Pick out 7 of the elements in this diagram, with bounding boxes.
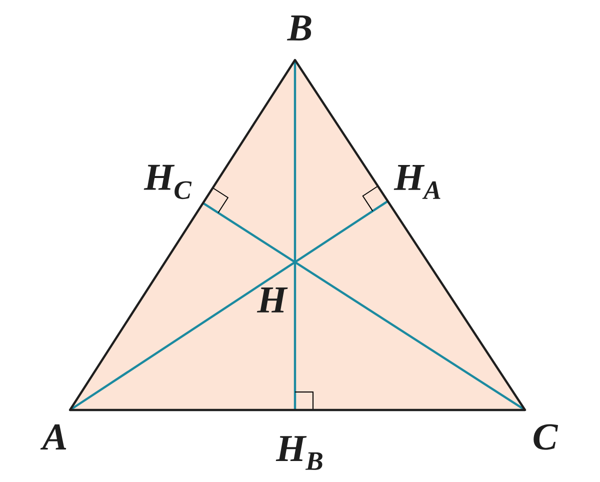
point-label: H$_{C}$ bbox=[144, 164, 192, 200]
point-label: A bbox=[40, 424, 66, 450]
point-label: H bbox=[256, 288, 288, 312]
point-label: H$_{A}$ bbox=[394, 165, 440, 199]
point-label: B bbox=[286, 16, 312, 40]
point-label: C bbox=[534, 424, 558, 450]
point-label: H$_{B}$ bbox=[276, 436, 322, 470]
